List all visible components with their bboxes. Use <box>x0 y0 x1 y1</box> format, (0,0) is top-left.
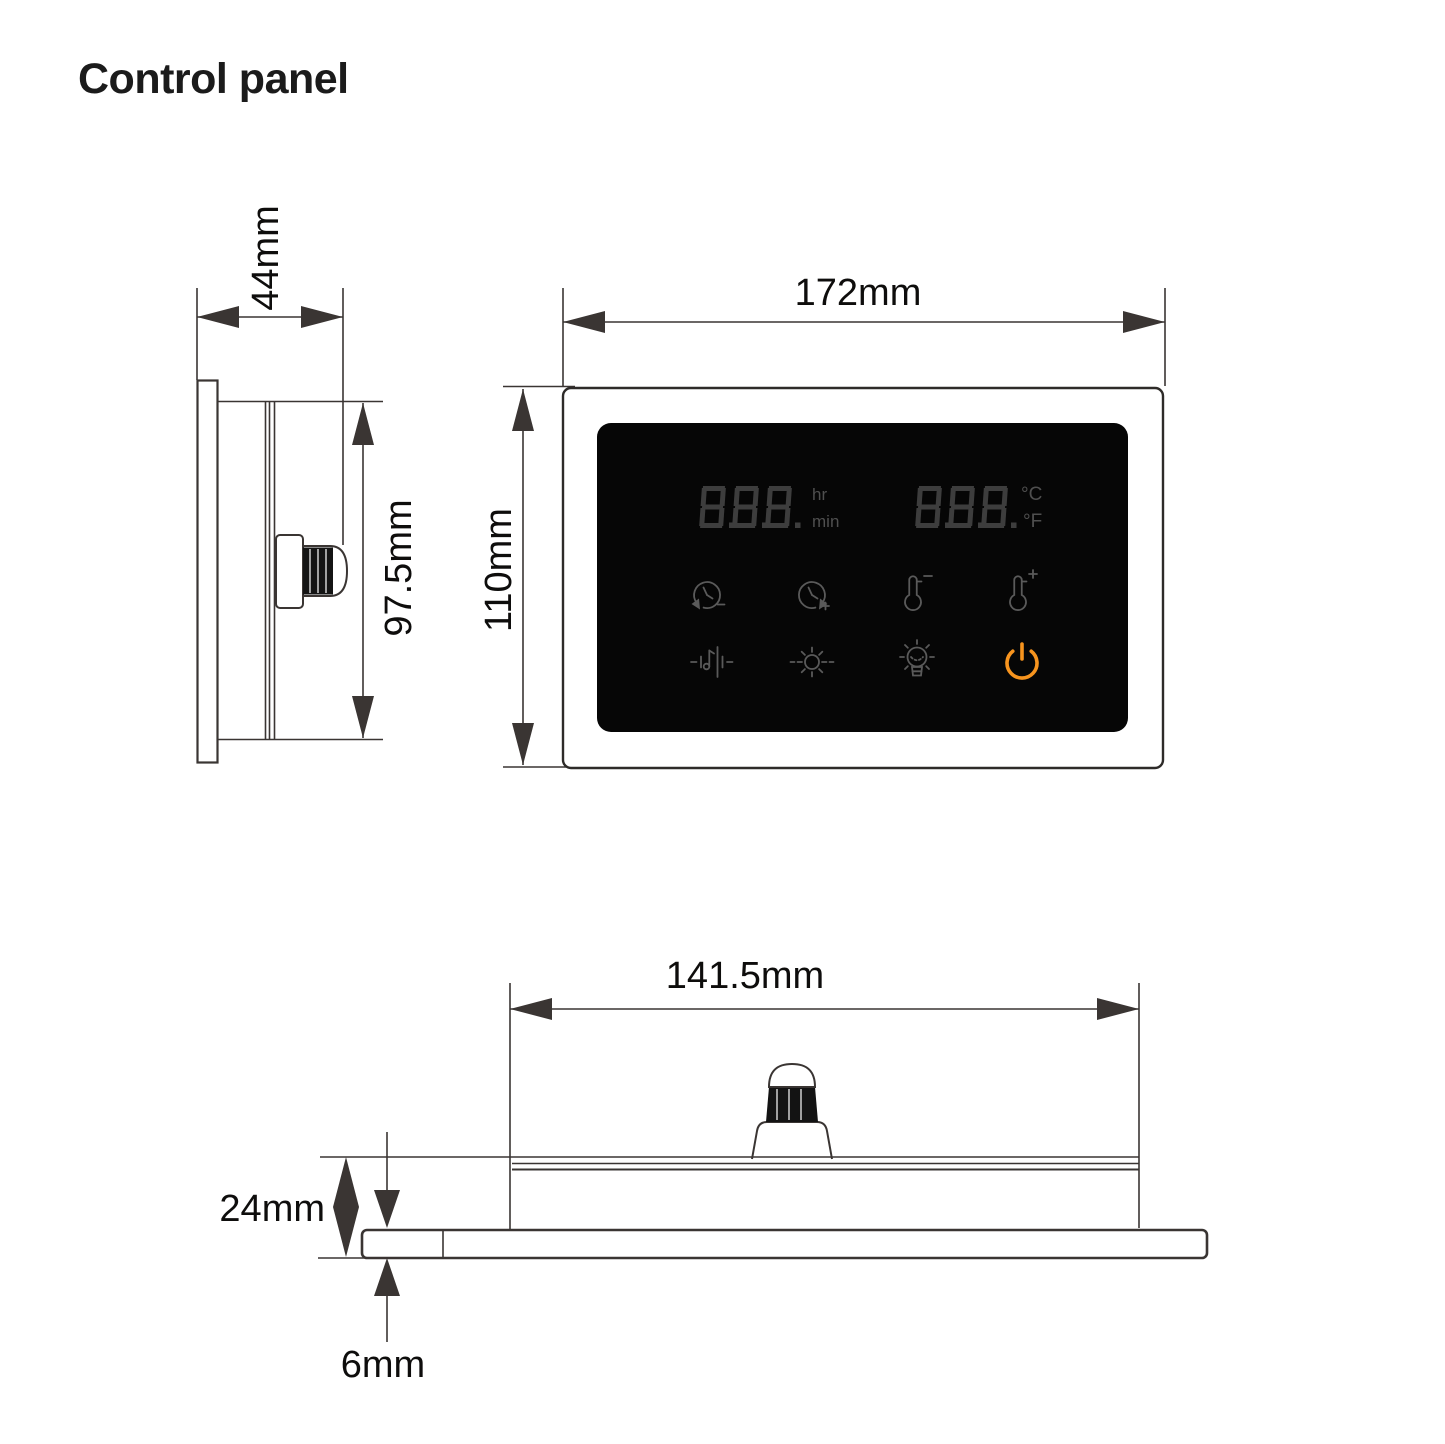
touch-screen <box>597 423 1128 732</box>
bulb-rays-icon <box>899 639 935 677</box>
side-faceplate <box>196 379 219 764</box>
sun-icon <box>789 646 835 678</box>
front-height-dim-label: 110mm <box>478 508 520 632</box>
temp-increase-button[interactable] <box>1009 569 1038 611</box>
power-icon <box>1005 642 1039 680</box>
bottom-view <box>318 983 1209 1342</box>
side-height-dim-label: 97.5mm <box>378 499 420 636</box>
bottom-depth-dim-label: 24mm <box>219 1188 325 1230</box>
brightness-button[interactable] <box>789 646 835 678</box>
temp-unit-celsius-label: °C <box>1021 484 1042 505</box>
temp-unit-fahrenheit-label: °F <box>1023 511 1042 532</box>
side-knob <box>275 534 349 609</box>
side-view <box>196 288 383 764</box>
timer-unit-min-label: min <box>812 512 839 531</box>
lamp-button[interactable] <box>899 639 935 677</box>
temp-decrease-button[interactable] <box>904 575 933 611</box>
clock-arrow-plus-icon <box>798 581 830 611</box>
timer-unit-hr-label: hr <box>812 485 827 504</box>
note-bars-icon <box>690 646 734 678</box>
ionizer-sound-button[interactable] <box>690 646 734 678</box>
timer-display <box>699 486 801 528</box>
bottom-plate-dim-label: 6mm <box>341 1344 425 1386</box>
bottom-knob <box>751 1062 833 1160</box>
front-width-dim-label: 172mm <box>795 272 922 314</box>
thermometer-plus-icon <box>1009 569 1038 611</box>
mounting-plate <box>360 1228 1209 1260</box>
side-depth-dim-label: 44mm <box>245 205 287 311</box>
timer-decrease-button[interactable] <box>691 581 726 610</box>
clock-arrow-minus-icon <box>691 581 726 610</box>
bottom-width-dim-label: 141.5mm <box>666 955 824 997</box>
thermometer-minus-icon <box>904 575 933 611</box>
timer-increase-button[interactable] <box>798 581 830 611</box>
power-button[interactable] <box>1005 642 1039 680</box>
temperature-display <box>915 486 1017 528</box>
page-title: Control panel <box>78 55 349 103</box>
